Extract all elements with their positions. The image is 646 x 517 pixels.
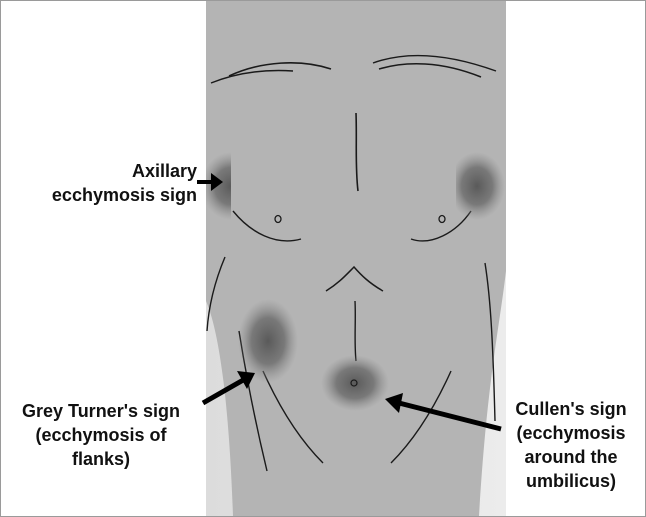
- axillary-sign-label: Axillary ecchymosis sign: [37, 159, 197, 207]
- torso-body: [206, 1, 506, 516]
- flank-bruise: [238, 299, 298, 383]
- cullen-sign-label: Cullen's sign (ecchymosis around the umb…: [501, 397, 641, 493]
- umbilical-bruise: [321, 355, 389, 411]
- grey-turner-sign-label: Grey Turner's sign (ecchymosis of flanks…: [1, 399, 201, 471]
- right-axillary-bruise: [449, 152, 505, 220]
